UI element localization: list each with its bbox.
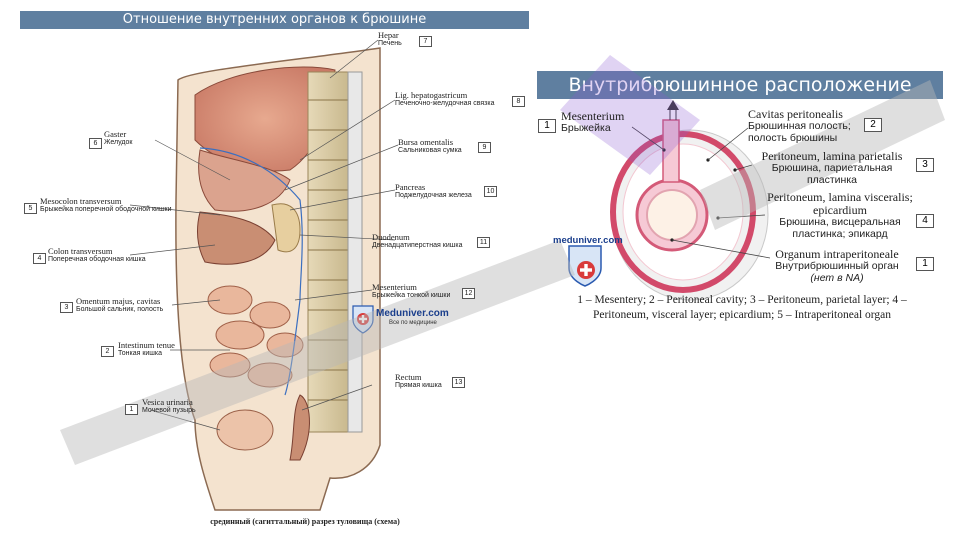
logo-text-left: Meduniver.com (376, 308, 449, 319)
logo-shield-left (352, 305, 374, 334)
left-panel-caption: срединный (сагиттальный) разрез туловища… (210, 517, 400, 526)
label-number-10: 10 (484, 186, 497, 197)
right-panel-title: Внутрибрюшинное расположение органов (537, 71, 943, 124)
label-number-9: 9 (478, 142, 491, 153)
label-number-12: 12 (462, 288, 475, 299)
watermark (60, 55, 945, 465)
label-number-1: 1 (125, 404, 138, 415)
right-panel-legend: 1 – Mesentery; 2 – Peritoneal cavity; 3 … (577, 294, 907, 321)
label-number-3: 3 (60, 302, 73, 313)
logo-tagline-left: Все по медицине (389, 320, 437, 326)
label-number-13: 13 (452, 377, 465, 388)
right-label-number-5: 1 (916, 257, 934, 271)
peritoneum-diagram (610, 100, 769, 301)
label-number-5: 5 (24, 203, 37, 214)
left-panel-title: Отношение внутренних органов к брюшине (20, 11, 529, 29)
label-number-8: 8 (512, 96, 525, 107)
label-number-4: 4 (33, 253, 46, 264)
label-number-7: 7 (419, 36, 432, 47)
right-label-number-1: 1 (538, 119, 556, 133)
sagittal-section (175, 47, 381, 511)
label-number-11: 11 (477, 237, 490, 248)
right-label-number-4: 4 (916, 214, 934, 228)
label-number-6: 6 (89, 138, 102, 149)
right-label-lamina-visceralis: Peritoneum, lamina visceralis; epicardiu… (767, 190, 913, 240)
logo-shield-right (568, 245, 602, 287)
right-label-number-2: 2 (864, 118, 882, 132)
label-number-2: 2 (101, 346, 114, 357)
right-label-number-3: 3 (916, 158, 934, 172)
logo-text-right: meduniver.com (553, 235, 623, 246)
